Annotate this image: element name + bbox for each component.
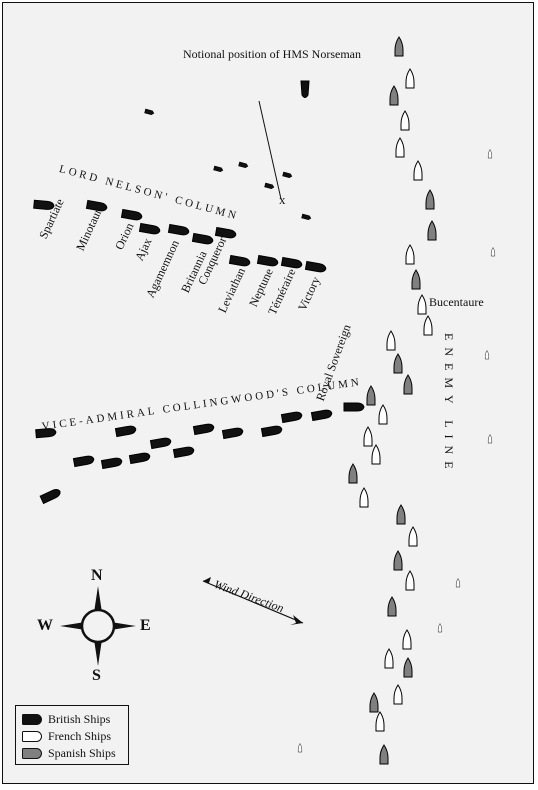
compass-ring bbox=[80, 608, 116, 644]
nelson-ship-5 bbox=[191, 232, 214, 245]
enemy-ship-24 bbox=[405, 570, 415, 591]
legend-item-french: French Ships bbox=[22, 729, 111, 744]
wind-arrow-head bbox=[290, 615, 303, 625]
enemy-ship-30 bbox=[369, 692, 379, 713]
enemy-ship-4 bbox=[395, 137, 405, 158]
collingwood-ship-2 bbox=[72, 455, 95, 468]
battle-map: Notional position of HMS Norseman x LORD… bbox=[2, 2, 534, 784]
enemy-line-label: ENEMY LINE bbox=[442, 333, 456, 476]
collingwood-ship-10 bbox=[280, 411, 303, 424]
collingwood-ship-5 bbox=[149, 437, 172, 450]
nelson-ship-6 bbox=[214, 226, 237, 239]
notional-position-label: Notional position of HMS Norseman bbox=[183, 47, 361, 61]
small-british-ship-3 bbox=[282, 171, 293, 179]
collingwood-ship-1 bbox=[114, 425, 137, 438]
small-british-ship-5 bbox=[301, 213, 312, 221]
enemy-ship-32 bbox=[379, 744, 389, 765]
nelson-ship-0 bbox=[33, 199, 55, 210]
compass-west-label: W bbox=[37, 617, 53, 634]
map-canvas bbox=[33, 36, 496, 765]
enemy-ship-27 bbox=[384, 648, 394, 669]
enemy-ship-0 bbox=[394, 36, 404, 57]
legend-label-spanish: Spanish Ships bbox=[48, 746, 116, 760]
nelson-ship-2 bbox=[120, 208, 143, 221]
collingwood-ship-4 bbox=[128, 452, 151, 465]
enemy-ship-20 bbox=[359, 487, 369, 508]
legend: British Ships French Ships Spanish Ships bbox=[15, 705, 129, 765]
enemy-ship-7 bbox=[427, 220, 437, 241]
distant-ship-3 bbox=[487, 434, 493, 444]
enemy-ship-19 bbox=[348, 463, 358, 484]
enemy-ship-15 bbox=[366, 385, 376, 406]
enemy-ship-29 bbox=[393, 684, 403, 705]
nelson-ship-10 bbox=[304, 260, 327, 273]
enemy-ship-28 bbox=[403, 657, 413, 678]
small-british-ship-2 bbox=[238, 161, 249, 169]
enemy-ship-12 bbox=[386, 330, 396, 351]
wind-direction-line bbox=[202, 580, 304, 624]
legend-label-british: British Ships bbox=[48, 712, 111, 726]
nelson-ship-7 bbox=[228, 254, 251, 267]
small-british-ship-1 bbox=[213, 165, 224, 173]
bucentaure-label: Bucentaure bbox=[429, 295, 484, 309]
enemy-ship-17 bbox=[363, 426, 373, 447]
legend-item-spanish: Spanish Ships bbox=[22, 746, 116, 761]
french-ship-icon bbox=[22, 731, 42, 742]
distant-ship-5 bbox=[437, 623, 443, 633]
notional-pointer-line bbox=[258, 100, 282, 200]
enemy-ship-11 bbox=[423, 315, 433, 336]
collingwood-ship-8 bbox=[221, 427, 244, 440]
collingwood-ship-9 bbox=[260, 425, 283, 438]
enemy-ship-5 bbox=[413, 160, 423, 181]
collingwood-ship-11 bbox=[310, 409, 333, 422]
nelson-ship-3 bbox=[138, 222, 161, 235]
compass-south-label: S bbox=[92, 667, 101, 684]
small-british-ship-4 bbox=[264, 182, 275, 190]
compass-east-label: E bbox=[140, 617, 151, 634]
enemy-ship-21 bbox=[396, 504, 406, 525]
enemy-ship-23 bbox=[393, 550, 403, 571]
enemy-ship-9 bbox=[411, 269, 421, 290]
enemy-ship-26 bbox=[402, 629, 412, 650]
enemy-ship-8 bbox=[405, 244, 415, 265]
legend-item-british: British Ships bbox=[22, 712, 110, 727]
collingwood-ship-3 bbox=[100, 457, 123, 470]
norseman-ship bbox=[300, 80, 310, 98]
enemy-ship-25 bbox=[387, 596, 397, 617]
enemy-ship-18 bbox=[371, 444, 381, 465]
distant-ship-2 bbox=[484, 350, 490, 360]
enemy-ship-31 bbox=[375, 711, 385, 732]
enemy-ship-10 bbox=[417, 294, 427, 315]
enemy-ship-6 bbox=[425, 189, 435, 210]
nelson-ship-8 bbox=[256, 254, 279, 267]
collingwood-ship-12 bbox=[343, 402, 365, 412]
distant-ship-6 bbox=[297, 743, 303, 753]
wind-arrow-tail bbox=[203, 577, 215, 585]
collingwood-ship-13 bbox=[39, 489, 61, 505]
enemy-ship-16 bbox=[378, 404, 388, 425]
enemy-ship-22 bbox=[408, 526, 418, 547]
collingwood-ship-7 bbox=[192, 423, 215, 436]
collingwood-ship-6 bbox=[172, 446, 195, 459]
distant-ship-1 bbox=[490, 247, 496, 257]
enemy-ship-13 bbox=[393, 353, 403, 374]
enemy-ship-3 bbox=[400, 110, 410, 131]
distant-ship-0 bbox=[487, 149, 493, 159]
distant-ship-4 bbox=[455, 578, 461, 588]
compass-north-label: N bbox=[91, 567, 103, 584]
enemy-ship-1 bbox=[405, 68, 415, 89]
british-ship-icon bbox=[22, 714, 42, 725]
norseman-marker: x bbox=[279, 192, 286, 207]
legend-label-french: French Ships bbox=[48, 729, 111, 743]
enemy-ship-14 bbox=[403, 374, 413, 395]
enemy-ship-2 bbox=[389, 85, 399, 106]
collingwood-ship-0 bbox=[35, 428, 57, 439]
small-british-ship-0 bbox=[144, 108, 155, 116]
nelson-ship-1 bbox=[85, 199, 108, 212]
nelson-ship-4 bbox=[167, 223, 190, 236]
nelson-ship-9 bbox=[280, 256, 303, 269]
spanish-ship-icon bbox=[22, 748, 42, 759]
